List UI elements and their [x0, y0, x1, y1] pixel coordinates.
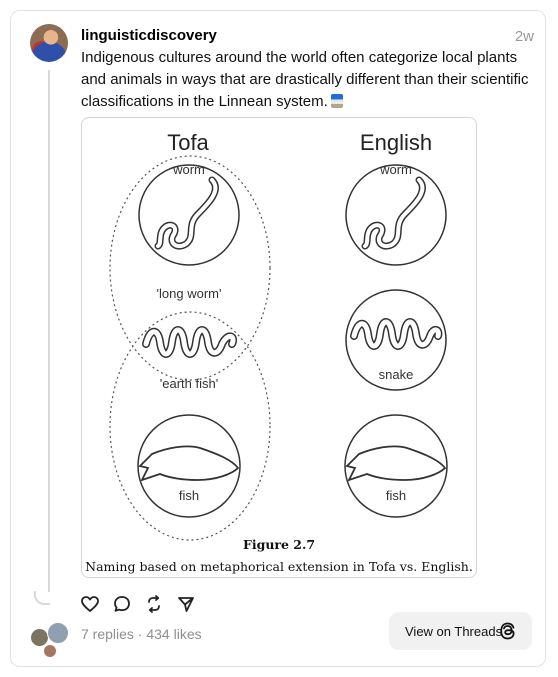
long-worm-group-ellipse	[109, 155, 271, 381]
post-text-body: Indigenous cultures around the world oft…	[81, 49, 529, 110]
threads-logo-icon	[500, 622, 515, 640]
figure-caption-title: Figure 2.7	[242, 537, 316, 552]
post-timestamp: 2w	[514, 28, 534, 45]
send-icon[interactable]	[176, 594, 196, 614]
english-worm-circle	[345, 164, 447, 266]
replier-avatar-2	[47, 622, 69, 644]
post-stats[interactable]: 7 replies · 434 likes	[81, 626, 202, 642]
column-heading-tofa: Tofa	[167, 130, 209, 155]
earth-fish-group-ellipse	[109, 311, 271, 541]
username-link[interactable]: linguisticdiscovery	[81, 27, 217, 44]
comment-icon[interactable]	[112, 594, 132, 614]
thread-line	[48, 70, 50, 592]
view-on-threads-button[interactable]: View on Threads	[389, 612, 532, 650]
column-heading-english: English	[360, 130, 432, 155]
repost-icon[interactable]	[144, 594, 164, 614]
user-avatar[interactable]	[30, 24, 68, 62]
english-snake-label: snake	[379, 367, 414, 382]
earth-fish-label: 'earth fish'	[160, 376, 218, 391]
tofa-worm-circle	[138, 164, 240, 266]
snake-drawing-fill	[143, 327, 236, 357]
reply-avatars	[30, 622, 70, 658]
view-on-threads-label: View on Threads	[405, 624, 503, 639]
english-worm-label: worm	[379, 162, 412, 177]
replier-avatar-3	[43, 644, 57, 658]
fish-drawing-icon	[138, 445, 240, 482]
tofa-worm-label: worm	[172, 162, 205, 177]
snake-drawing-fill-english	[351, 319, 441, 349]
post-text: Indigenous cultures around the world oft…	[81, 47, 536, 113]
figure-caption-text: Naming based on metaphorical extension i…	[85, 559, 473, 574]
thread-line-hook	[34, 591, 50, 605]
books-emoji-icon	[330, 94, 343, 108]
post-image[interactable]: Tofa English worm 'long worm' 'earth fis…	[81, 117, 477, 578]
long-worm-label: 'long worm'	[157, 286, 222, 301]
tofa-fish-label: fish	[179, 488, 199, 503]
english-fish-label: fish	[386, 488, 406, 503]
worm-drawing-fill	[156, 178, 218, 249]
tofa-english-diagram: Tofa English worm 'long worm' 'earth fis…	[109, 130, 448, 541]
fish-drawing-icon-english	[345, 445, 447, 482]
heart-icon[interactable]	[80, 594, 100, 614]
worm-drawing-fill-english	[363, 178, 425, 249]
